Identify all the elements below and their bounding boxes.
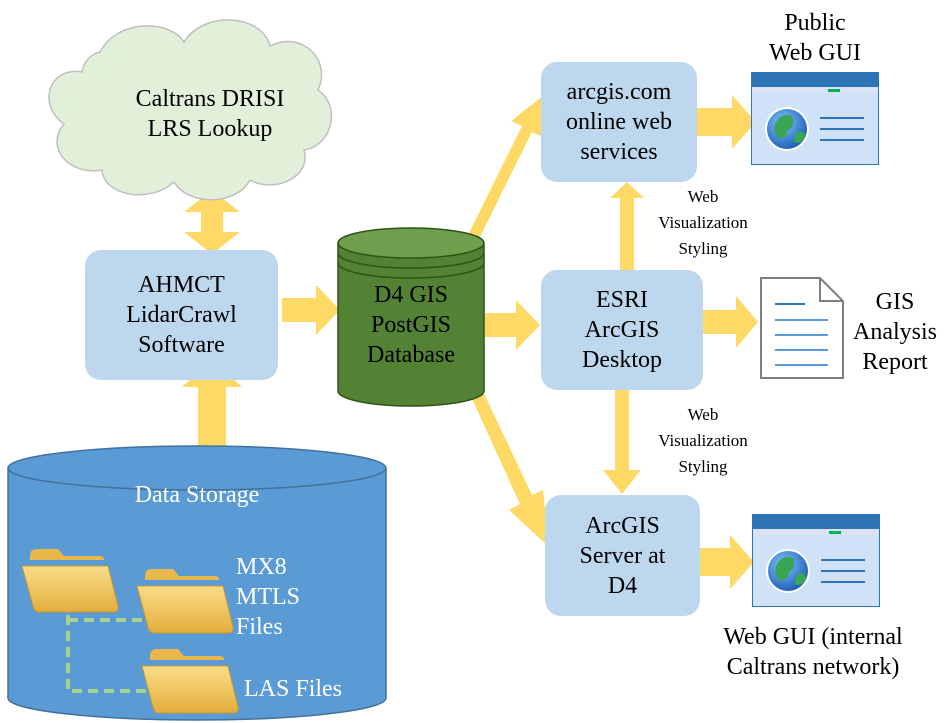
esri-desktop-box: ESRI ArcGIS Desktop — [541, 270, 703, 390]
arrow-cloud-lidarcrawl — [184, 190, 240, 254]
las-folder-icon — [141, 649, 239, 714]
report-document-icon — [760, 277, 844, 379]
report-line: Analysis — [853, 319, 937, 345]
report-line: GIS — [875, 289, 915, 315]
mx8-folder-icon — [136, 569, 234, 634]
arcgis-server-line: ArcGIS — [585, 512, 660, 539]
data-storage-title: Data Storage — [134, 482, 260, 508]
cloud-line: LRS Lookup — [147, 116, 273, 142]
internal-gui-line: Caltrans network) — [726, 654, 900, 680]
arrow-online-gui — [697, 95, 756, 149]
report-line: Report — [862, 349, 928, 375]
arcgis-server-box: ArcGIS Server at D4 — [545, 495, 700, 616]
styling-line: Visualization — [658, 431, 748, 450]
esri-desktop-line: ESRI — [595, 287, 648, 313]
arrow-database-online — [467, 95, 544, 243]
arcgis-server-line: Server at — [579, 542, 666, 569]
styling-line: Web — [687, 187, 719, 206]
arcgis-online-line: arcgis.com — [566, 79, 672, 105]
public-gui-line: Public — [784, 10, 846, 36]
lidarcrawl-line: AHMCT — [138, 272, 225, 298]
lidarcrawl-line: LidarCrawl — [126, 302, 237, 328]
arcgis-online-line: services — [580, 139, 658, 165]
drisi-cloud-label: Caltrans DRISI LRS Lookup — [95, 84, 325, 144]
arcgis-online-box: arcgis.com online web services — [541, 62, 697, 182]
database-line: Database — [367, 342, 455, 368]
postgis-database-cylinder — [337, 227, 485, 407]
public-web-gui-label: Public Web GUI — [752, 8, 878, 68]
arrow-server-gui — [700, 535, 754, 589]
public-web-gui-icon — [751, 72, 879, 165]
arrow-lidarcrawl-database — [282, 285, 340, 335]
postgis-database-label: D4 GIS PostGIS Database — [338, 280, 484, 370]
styling-line: Styling — [678, 239, 728, 258]
arrow-storage-lidarcrawl — [182, 360, 242, 458]
folder-tree-connectors — [66, 615, 150, 693]
mx8-line: MX8 — [236, 554, 287, 580]
arrow-desktop-online — [610, 182, 644, 270]
esri-desktop-line: ArcGIS — [584, 317, 660, 343]
drisi-cloud — [48, 19, 333, 201]
arrow-desktop-report — [703, 296, 758, 348]
arrow-desktop-server — [603, 390, 641, 494]
internal-web-gui-label: Web GUI (internal Caltrans network) — [693, 622, 933, 682]
mx8-line: Files — [236, 614, 283, 640]
mx8-line: MTLS — [236, 584, 301, 610]
styling-line: Styling — [678, 457, 728, 476]
arrows — [182, 95, 758, 589]
internal-web-gui-icon — [752, 514, 880, 607]
database-line: D4 GIS — [373, 282, 448, 308]
mx8-mtls-files-label: MX8 MTLS Files — [236, 552, 306, 642]
las-files-label: LAS Files — [244, 676, 343, 702]
styling-line: Web — [687, 405, 719, 424]
web-visualization-styling-label-upper: Web Visualization Styling — [628, 184, 778, 262]
database-line: PostGIS — [370, 312, 452, 338]
gis-analysis-report-label: GIS Analysis Report — [845, 287, 945, 377]
lidarcrawl-software-box: AHMCT LidarCrawl Software — [85, 250, 278, 380]
public-gui-line: Web GUI — [768, 40, 862, 66]
lidarcrawl-line: Software — [138, 332, 225, 358]
esri-desktop-line: Desktop — [582, 347, 662, 373]
arcgis-online-line: online web — [566, 109, 672, 135]
web-visualization-styling-label-lower: Web Visualization Styling — [628, 402, 778, 480]
arrow-database-server — [468, 383, 549, 547]
cloud-line: Caltrans DRISI — [135, 86, 285, 112]
internal-gui-line: Web GUI (internal — [723, 624, 903, 650]
folder-icon — [21, 549, 119, 613]
arrow-database-esri — [482, 300, 540, 350]
arcgis-server-line: D4 — [607, 572, 638, 599]
styling-line: Visualization — [658, 213, 748, 232]
